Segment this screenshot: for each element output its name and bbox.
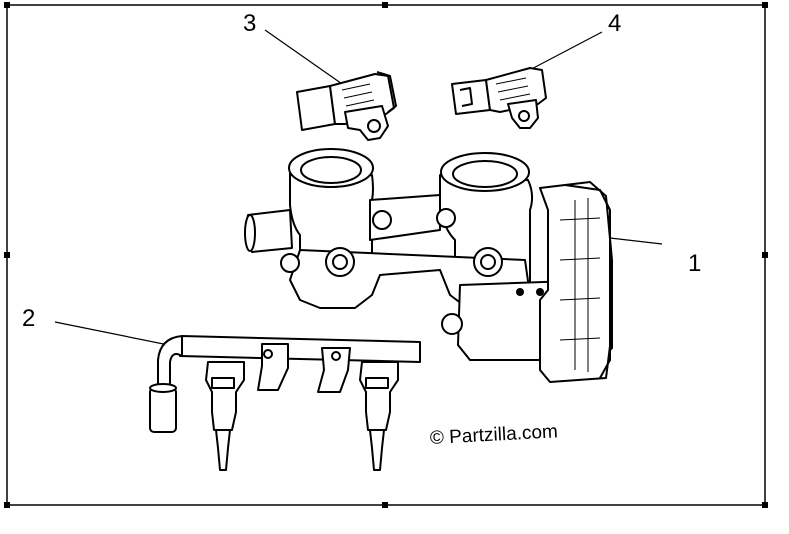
frame-ticks [4, 2, 768, 508]
map-sensor-part-3 [296, 71, 397, 141]
leader-line-4 [521, 31, 603, 75]
callout-2: 2 [22, 305, 36, 332]
callout-4: 4 [608, 10, 622, 37]
sensor-part-4 [451, 67, 547, 129]
leader-line-3 [264, 29, 346, 87]
throttle-body-part-1 [244, 148, 613, 383]
fuel-rail-part-2 [149, 335, 421, 471]
callout-3: 3 [243, 10, 257, 37]
callout-1: 1 [688, 250, 702, 277]
leader-line-1 [609, 237, 663, 245]
